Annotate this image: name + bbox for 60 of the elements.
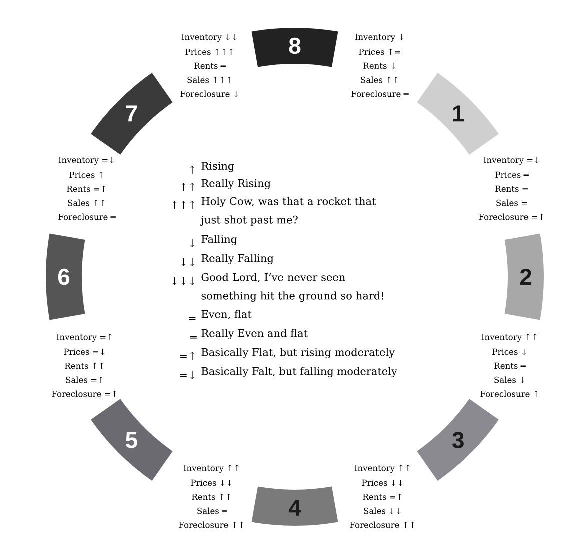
stat-line: Inventory ↑↑ [184, 465, 239, 474]
stat-line: Foreclosure ↑↑ [350, 522, 414, 528]
stat-line: Sales ═ [198, 508, 228, 514]
ring-segment: 1 [417, 73, 499, 155]
stat-line: Prices ↓↓ [362, 480, 402, 486]
stat-line: Sales ↑↑ [68, 200, 105, 206]
stat-line: Rents ═ [194, 62, 226, 70]
stat-line: Prices ═ [496, 172, 529, 178]
stat-line: Prices ↑= [359, 48, 400, 56]
ring-segment: 7 [91, 73, 173, 155]
trend-symbol: ↑ [190, 166, 195, 174]
stat-line: Rents ↑↑ [65, 362, 104, 370]
stat-line: Foreclosure ↑ [480, 390, 538, 398]
stat-line: Rents ↓ [364, 62, 396, 70]
stat-line: Sales = [496, 200, 528, 206]
stat-line: Inventory ↑↑ [482, 334, 537, 342]
stat-line: Prices =↓ [64, 348, 104, 356]
ring-segment: 5 [91, 399, 173, 481]
stat-line: Rents =↑ [363, 494, 402, 500]
ring-segment: 8 [252, 28, 338, 68]
trend-symbol: ═ [190, 336, 197, 339]
ring-segment: 3 [417, 399, 499, 481]
stat-line: Inventory ↓ [355, 34, 404, 42]
ring-segment: 6 [46, 234, 86, 320]
stat-line: Inventory =↑ [56, 334, 112, 342]
legend-text: Even, flat [202, 310, 252, 320]
stat-line: Rents ═ [494, 362, 526, 370]
trend-symbol: ↓↓ [181, 258, 195, 266]
stat-line: Inventory =↓ [484, 157, 539, 165]
legend-text: Falling [202, 235, 238, 246]
stat-line: Sales ↑↑ [361, 76, 398, 84]
ring-segment: 4 [252, 486, 338, 526]
legend-text: Rising [202, 162, 234, 172]
legend-text: Basically Falt, but falling moderately [202, 367, 398, 378]
legend-text: Holy Cow, was that a rocket that just shot past me? [200, 197, 376, 226]
trend-symbol: ↓↓↓ [172, 277, 195, 286]
trend-symbol: ↓ [190, 239, 195, 248]
trend-symbol: ↑↑ [181, 183, 195, 191]
trend-symbol: = [189, 317, 196, 320]
stat-line: Rents ↑↑ [192, 494, 231, 500]
stat-line: Inventory =↓ [58, 157, 114, 165]
stat-line: Sales ↑↑↑ [188, 76, 232, 84]
stat-line: Rents =↑ [67, 186, 106, 192]
legend-text: Really Rising [202, 179, 271, 190]
trend-symbol: =↓ [180, 371, 195, 380]
trend-symbol: =↑ [180, 352, 195, 360]
legend-text: Really Falling [202, 254, 274, 264]
stat-line: Inventory ↑↑ [354, 465, 410, 474]
stat-line: Prices ↑↑↑ [186, 48, 233, 56]
stat-line: Prices ↑ [70, 172, 104, 178]
ring-segment: 2 [504, 234, 544, 320]
legend-text: Good Lord, I’ve never seen something hit the ground so hard! [202, 273, 384, 302]
stat-line: Prices ↓↓ [191, 480, 232, 486]
legend-text: Basically Flat, but rising moderately [202, 348, 396, 358]
legend-text: Really Even and flat [202, 329, 308, 340]
stat-line: Prices ↓ [492, 348, 526, 356]
stat-line: Rents = [496, 186, 528, 192]
trend-symbol: ↑↑↑ [172, 201, 195, 209]
stat-line: Sales ↓↓ [364, 508, 401, 514]
stat-line: Foreclosure =↑ [52, 390, 116, 398]
